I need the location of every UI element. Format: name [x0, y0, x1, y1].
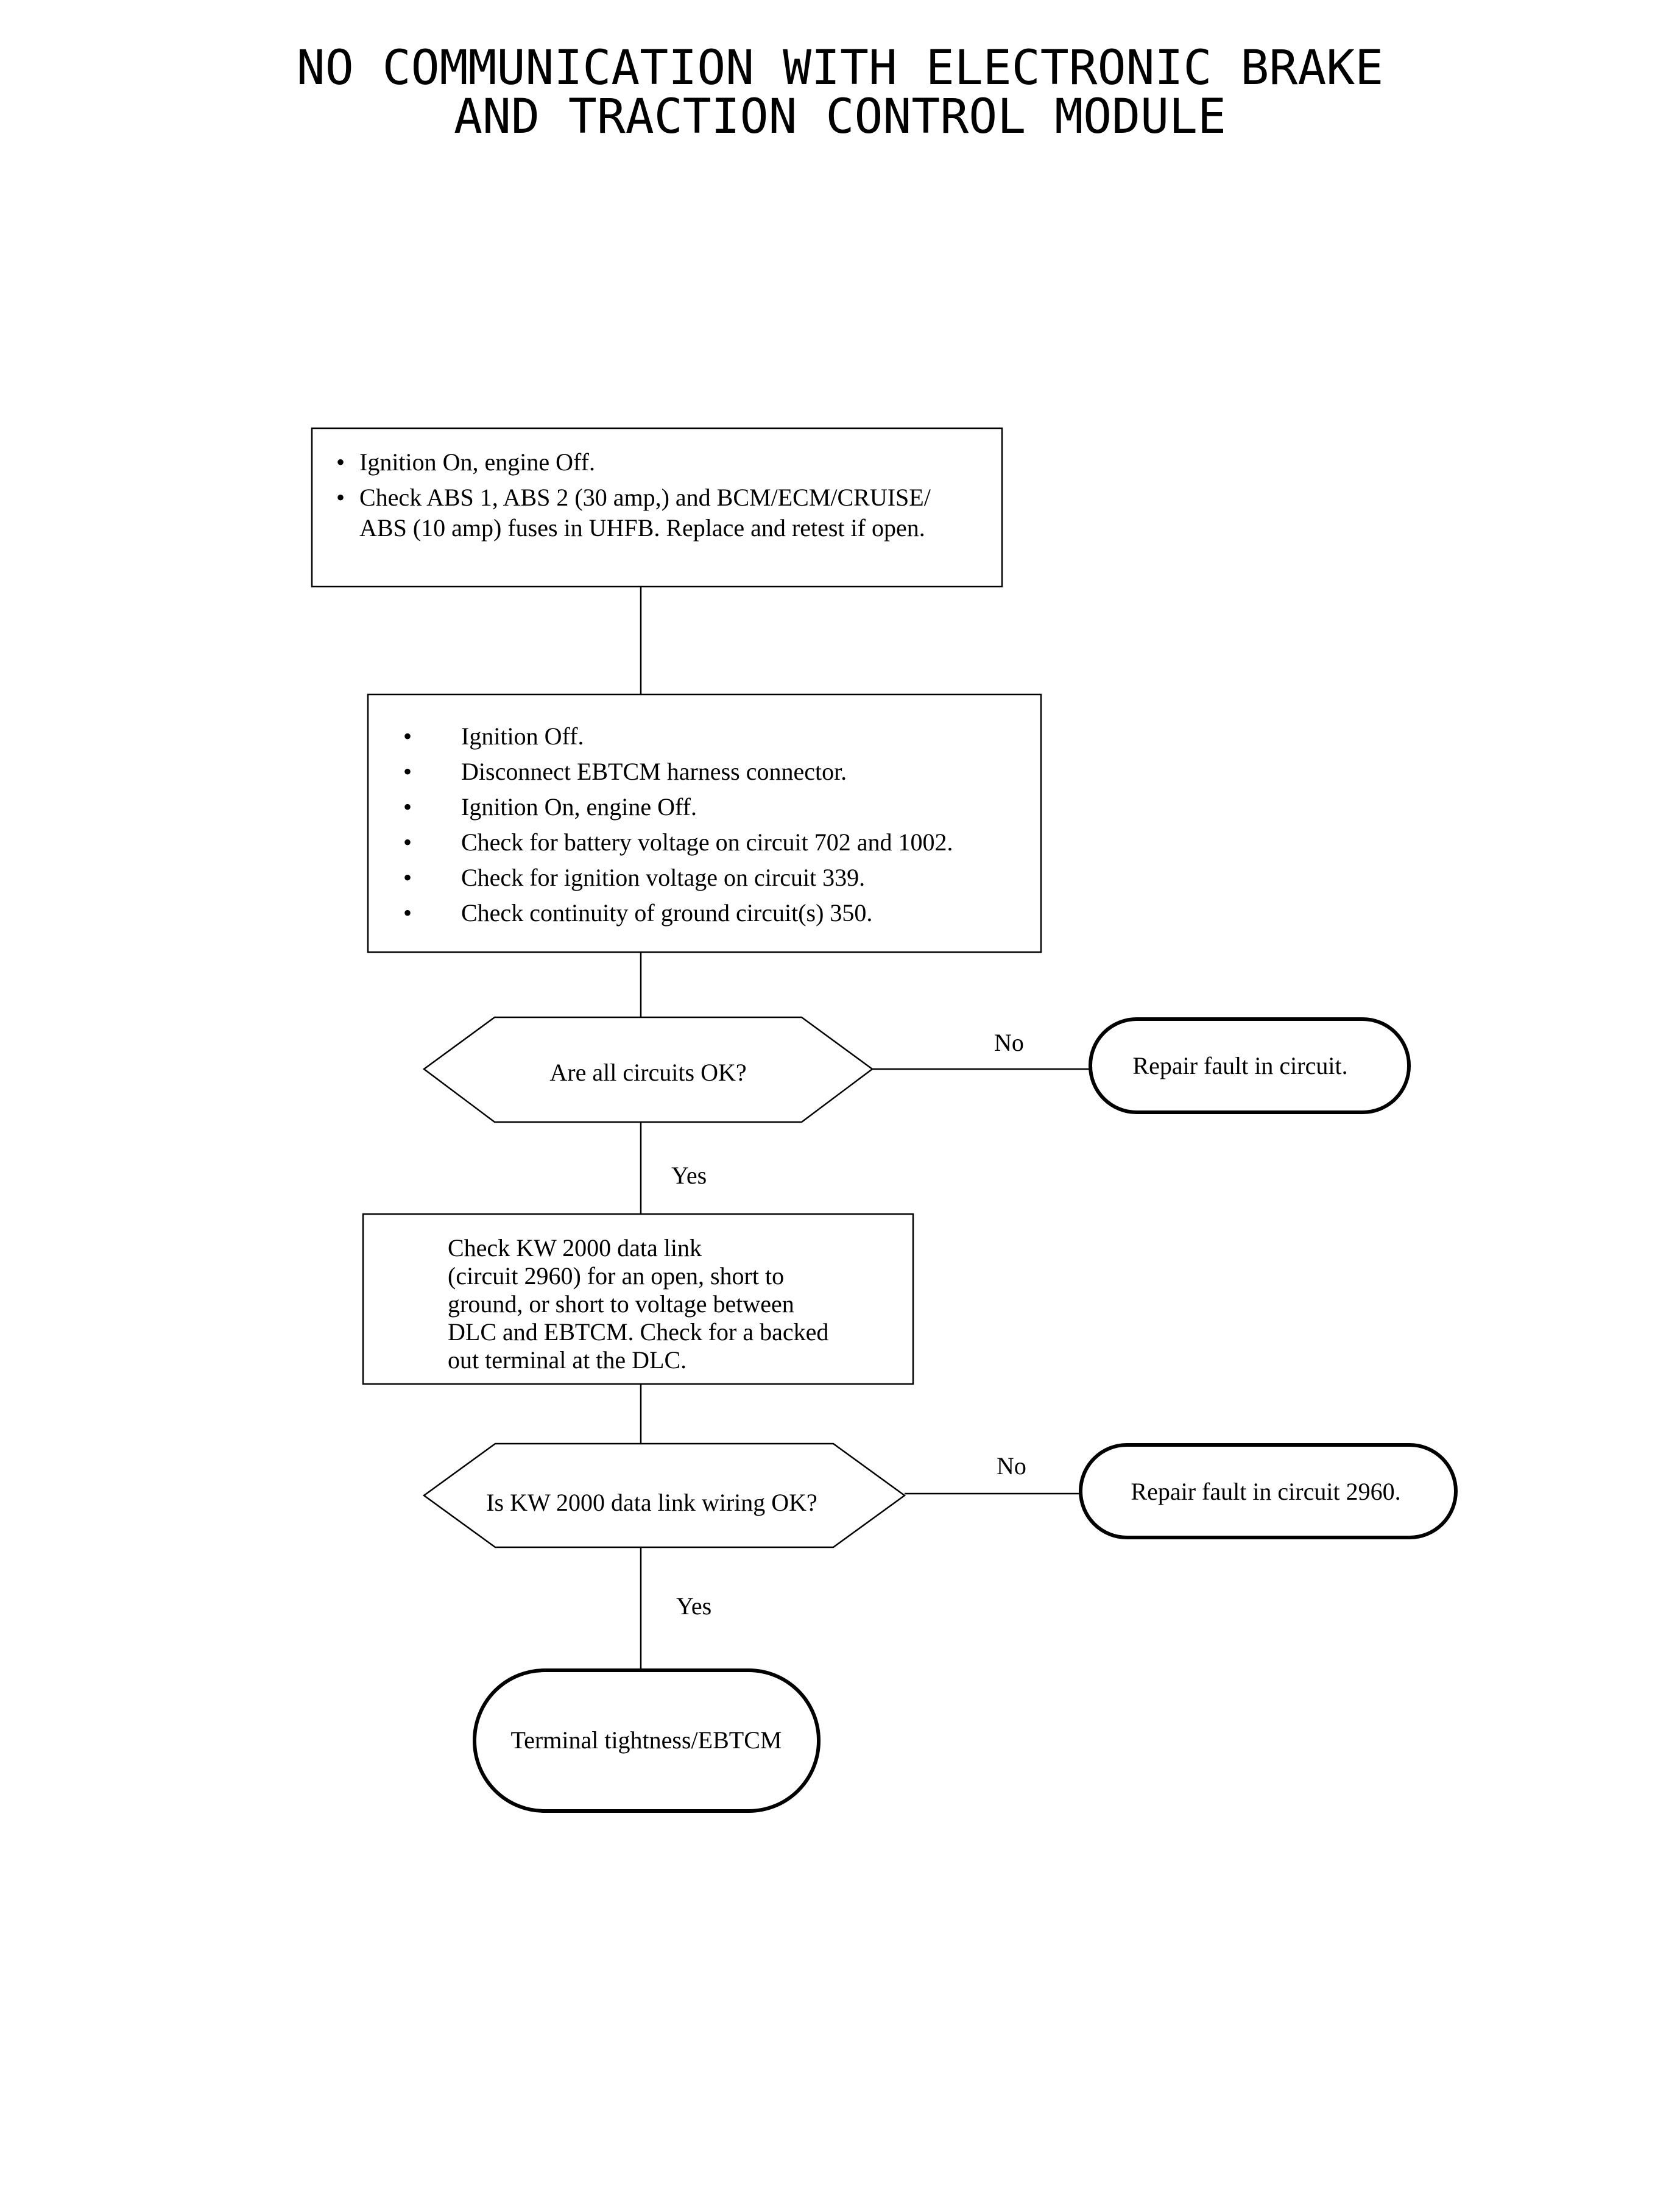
step2-item-3: Ignition On, engine Off. — [461, 793, 697, 821]
step1-box: • Ignition On, engine Off. • Check ABS 1… — [311, 427, 1003, 588]
bullet-icon: • — [336, 484, 345, 511]
step2-box: • Ignition Off. • Disconnect EBTCM harne… — [367, 693, 1042, 953]
decision1-no-result: Repair fault in circuit. — [1089, 1017, 1411, 1114]
step2-item-1: Ignition Off. — [461, 722, 584, 750]
bullet-icon: • — [403, 828, 412, 856]
step1-item-2: Check ABS 1, ABS 2 (30 amp,) and BCM/ECM… — [359, 484, 931, 511]
decision2-yes-label: Yes — [676, 1592, 711, 1620]
step2-item-2: Disconnect EBTCM harness connector. — [461, 758, 847, 785]
decision1-no-label: No — [994, 1029, 1024, 1056]
step3-line-5: out terminal at the DLC. — [448, 1346, 686, 1374]
decision1-diamond: Are all circuits OK? — [422, 1016, 874, 1123]
step3-line-3: ground, or short to voltage between — [448, 1290, 794, 1318]
bullet-icon: • — [403, 758, 412, 785]
bullet-icon: • — [403, 722, 412, 750]
step3-line-1: Check KW 2000 data link — [448, 1234, 702, 1262]
final-terminal: Terminal tightness/EBTCM — [473, 1668, 821, 1813]
step2-item-4: Check for battery voltage on circuit 702… — [461, 828, 953, 856]
decision2-no-result: Repair fault in circuit 2960. — [1079, 1443, 1458, 1539]
bullet-icon: • — [336, 448, 345, 476]
decision1-question: Are all circuits OK? — [549, 1059, 746, 1086]
page-title-line-1: NO COMMUNICATION WITH ELECTRONIC BRAKE — [296, 41, 1384, 96]
step1-item-2-cont: ABS (10 amp) fuses in UHFB. Replace and … — [359, 514, 925, 542]
bullet-icon: • — [403, 899, 412, 927]
decision1-no-result-label: Repair fault in circuit. — [1132, 1052, 1347, 1079]
step2-item-6: Check continuity of ground circuit(s) 35… — [461, 899, 872, 927]
decision2-diamond: Is KW 2000 data link wiring OK? — [422, 1442, 906, 1548]
step1-item-1: Ignition On, engine Off. — [359, 448, 595, 476]
bullet-icon: • — [403, 793, 412, 821]
decision2-no-result-label: Repair fault in circuit 2960. — [1131, 1478, 1400, 1505]
step3-line-4: DLC and EBTCM. Check for a backed — [448, 1318, 828, 1346]
page-title-line-2: AND TRACTION CONTROL MODULE — [454, 90, 1226, 144]
step2-item-5: Check for ignition voltage on circuit 33… — [461, 864, 865, 891]
final-terminal-label: Terminal tightness/EBTCM — [511, 1726, 782, 1754]
bullet-icon: • — [403, 864, 412, 891]
decision2-no-label: No — [997, 1452, 1026, 1480]
step3-box: Check KW 2000 data link (circuit 2960) f… — [362, 1213, 914, 1385]
decision2-question: Is KW 2000 data link wiring OK? — [486, 1489, 817, 1516]
step3-line-2: (circuit 2960) for an open, short to — [448, 1262, 784, 1290]
decision1-yes-label: Yes — [671, 1162, 707, 1189]
